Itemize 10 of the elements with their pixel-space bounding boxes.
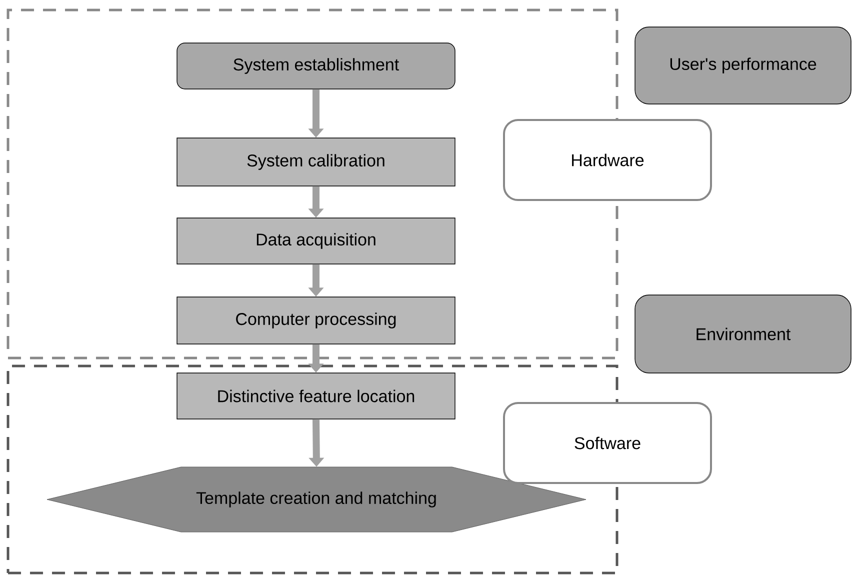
factor-box: Environment — [634, 294, 852, 374]
process-box: Computer processing — [176, 296, 456, 344]
process-box: Distinctive feature location — [176, 372, 456, 420]
category-box: Software — [503, 402, 712, 484]
process-box: System calibration — [176, 138, 456, 186]
hexagon-box: Template creation and matching — [46, 466, 586, 532]
process-box: Data acquisition — [176, 218, 456, 264]
factor-box: User's performance — [634, 26, 852, 104]
category-box: Hardware — [503, 119, 712, 201]
process-box: System establishment — [176, 42, 456, 90]
